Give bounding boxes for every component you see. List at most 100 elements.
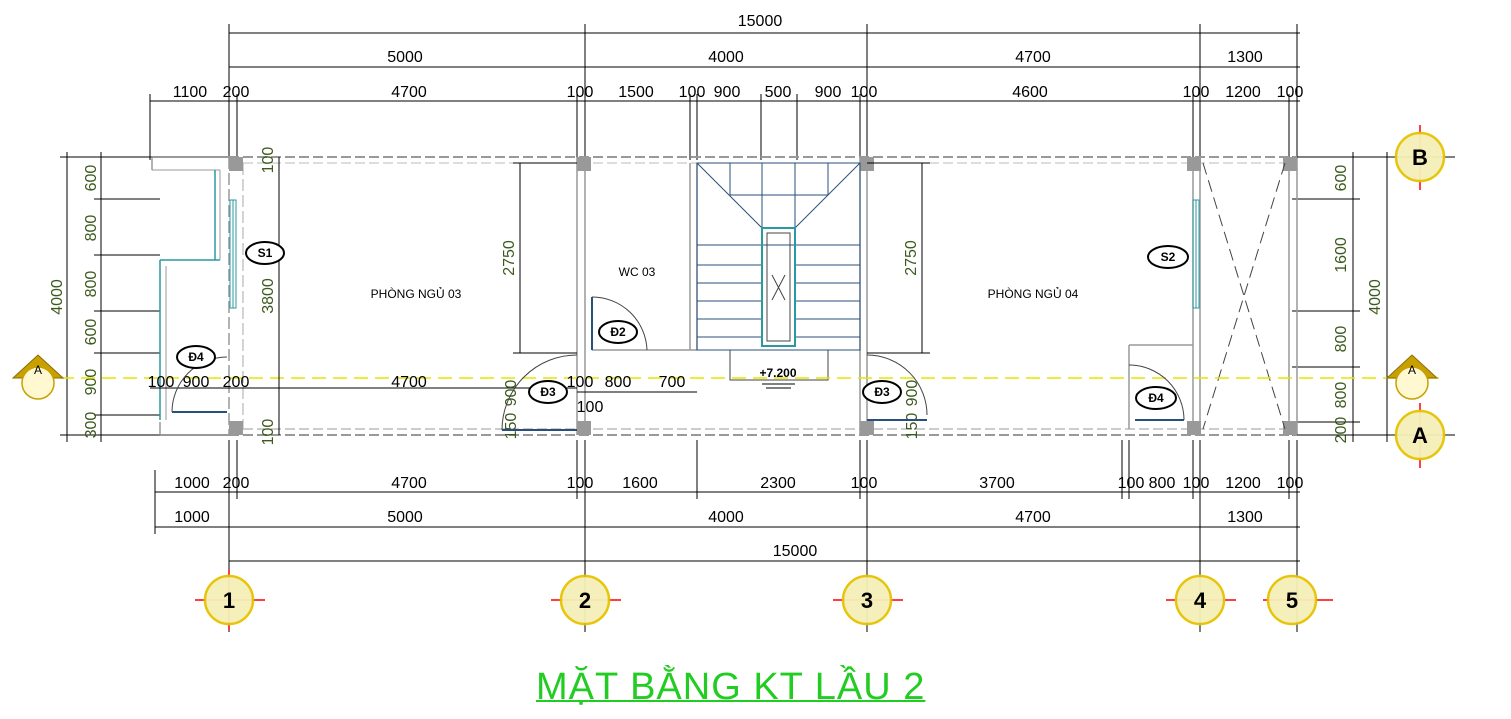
dim-v3800: 3800 bbox=[260, 278, 277, 314]
tag-s1: S1 bbox=[258, 246, 273, 260]
dim-bot-total: 15000 bbox=[773, 543, 818, 560]
dim-top-900a: 900 bbox=[714, 84, 741, 101]
dim-left-total: 4000 bbox=[49, 279, 66, 315]
dim-int-4700: 4700 bbox=[391, 374, 427, 391]
dim-top-1300: 1300 bbox=[1227, 49, 1263, 66]
axis-label-3: 3 bbox=[861, 588, 873, 613]
right-dimensions: 600 1600 800 800 200 4000 bbox=[1292, 152, 1395, 443]
dim-v150-right: 150 bbox=[904, 413, 921, 440]
tag-s2: S2 bbox=[1161, 250, 1176, 264]
dim-v100-top: 100 bbox=[260, 147, 277, 174]
level-text: +7.200 bbox=[759, 366, 796, 380]
dim-left-600a: 600 bbox=[83, 165, 100, 192]
tag-d3-left: Đ3 bbox=[540, 385, 556, 399]
dim-top-5000: 5000 bbox=[387, 49, 423, 66]
dim-bot-1600: 1600 bbox=[622, 475, 658, 492]
dim-bot-2300: 2300 bbox=[760, 475, 796, 492]
room-label-bedroom-3: PHÒNG NGỦ 03 bbox=[371, 286, 462, 301]
dim-left-800b: 800 bbox=[83, 271, 100, 298]
dim-left-600b: 600 bbox=[83, 319, 100, 346]
dim-top-100d: 100 bbox=[1183, 84, 1210, 101]
tag-d3-right: Đ3 bbox=[874, 385, 890, 399]
dim-left-900: 900 bbox=[83, 369, 100, 396]
tag-d4-left: Đ4 bbox=[188, 350, 204, 364]
dim-right-200: 200 bbox=[1333, 417, 1350, 444]
doors bbox=[171, 296, 1185, 431]
level-mark: +7.200 bbox=[759, 366, 797, 389]
dim-top-100a: 100 bbox=[567, 84, 594, 101]
walls bbox=[151, 156, 1298, 436]
dim-bot-800: 800 bbox=[1149, 475, 1176, 492]
void-opening bbox=[1202, 162, 1286, 430]
dim-bot-4000: 4000 bbox=[708, 509, 744, 526]
dim-bot-100c: 100 bbox=[1118, 475, 1145, 492]
dim-v150-left: 150 bbox=[503, 413, 520, 440]
dim-right-1600: 1600 bbox=[1333, 237, 1350, 273]
room-label-bedroom-4: PHÒNG NGỦ 04 bbox=[988, 286, 1079, 301]
dim-bot-1000a: 1000 bbox=[174, 475, 210, 492]
dim-bot-3700: 3700 bbox=[979, 475, 1015, 492]
dim-mid-100b: 100 bbox=[577, 399, 604, 416]
dim-top-1500: 1500 bbox=[618, 84, 654, 101]
dim-right-600: 600 bbox=[1333, 165, 1350, 192]
dim-top-100c: 100 bbox=[851, 84, 878, 101]
dim-bot-100b: 100 bbox=[851, 475, 878, 492]
windows bbox=[229, 199, 1200, 309]
dim-bot-4700a: 4700 bbox=[391, 475, 427, 492]
dim-v100-bot: 100 bbox=[260, 419, 277, 446]
drawing-title: MẶT BẰNG KT LẦU 2 bbox=[536, 666, 926, 708]
tag-d4-right: Đ4 bbox=[1148, 391, 1164, 405]
element-tags: S1 S2 Đ2 Đ3 Đ3 Đ4 Đ4 bbox=[176, 241, 1189, 410]
axis-label-a: A bbox=[1412, 423, 1428, 448]
room-label-wc-3: WC 03 bbox=[619, 265, 656, 279]
dim-int-200: 200 bbox=[223, 374, 250, 391]
dim-top-500: 500 bbox=[765, 84, 792, 101]
axis-label-b: B bbox=[1412, 145, 1428, 170]
dim-top-4700: 4700 bbox=[1015, 49, 1051, 66]
grid-axis-markers-horizontal: B A bbox=[1297, 125, 1455, 468]
dim-top-4600: 4600 bbox=[1012, 84, 1048, 101]
section-label-left: A bbox=[34, 363, 42, 377]
dim-left-300: 300 bbox=[83, 412, 100, 439]
dim-top-total: 15000 bbox=[738, 13, 783, 30]
dim-bot-200: 200 bbox=[223, 475, 250, 492]
dim-bot-100e: 100 bbox=[1277, 475, 1304, 492]
dim-top-900b: 900 bbox=[815, 84, 842, 101]
dim-right-800a: 800 bbox=[1333, 326, 1350, 353]
left-dimensions: 4000 600 800 800 600 900 300 bbox=[49, 152, 160, 442]
grid-axis-markers-vertical: 1 2 3 4 5 bbox=[195, 568, 1333, 632]
dim-top-1100: 1100 bbox=[173, 84, 208, 101]
dim-2750-left: 2750 bbox=[501, 240, 518, 276]
dim-mid-700: 700 bbox=[659, 374, 686, 391]
dim-int-900: 900 bbox=[183, 374, 210, 391]
dim-top-1200: 1200 bbox=[1225, 84, 1261, 101]
dim-bot-100d: 100 bbox=[1183, 475, 1210, 492]
dim-top-4000: 4000 bbox=[708, 49, 744, 66]
axis-label-1: 1 bbox=[223, 588, 235, 613]
dim-bot-1300: 1300 bbox=[1227, 509, 1263, 526]
dim-mid-100: 100 bbox=[567, 374, 594, 391]
dim-mid-800: 800 bbox=[605, 374, 632, 391]
dim-2750-right: 2750 bbox=[903, 240, 920, 276]
dim-top-100b: 100 bbox=[679, 84, 706, 101]
dim-bot-100a: 100 bbox=[567, 475, 594, 492]
dim-top-200: 200 bbox=[223, 84, 250, 101]
dim-top-4700a: 4700 bbox=[391, 84, 427, 101]
dim-right-800b: 800 bbox=[1333, 382, 1350, 409]
section-line-a: A A bbox=[11, 354, 1440, 400]
axis-label-4: 4 bbox=[1194, 588, 1207, 613]
top-dimensions: 15000 5000 4000 4700 1300 1100 200 4700 … bbox=[149, 13, 1304, 160]
dim-bot-1200: 1200 bbox=[1225, 475, 1261, 492]
tag-d2: Đ2 bbox=[610, 325, 626, 339]
dim-top-100e: 100 bbox=[1277, 84, 1304, 101]
dim-int-100: 100 bbox=[148, 374, 175, 391]
dim-v900-right: 900 bbox=[904, 380, 921, 407]
axis-label-5: 5 bbox=[1286, 588, 1298, 613]
section-label-right: A bbox=[1408, 363, 1416, 377]
dim-left-800a: 800 bbox=[83, 215, 100, 242]
staircase bbox=[696, 162, 861, 381]
axis-label-2: 2 bbox=[579, 588, 591, 613]
dim-bot-5000: 5000 bbox=[387, 509, 423, 526]
dim-bot-4700b: 4700 bbox=[1015, 509, 1051, 526]
